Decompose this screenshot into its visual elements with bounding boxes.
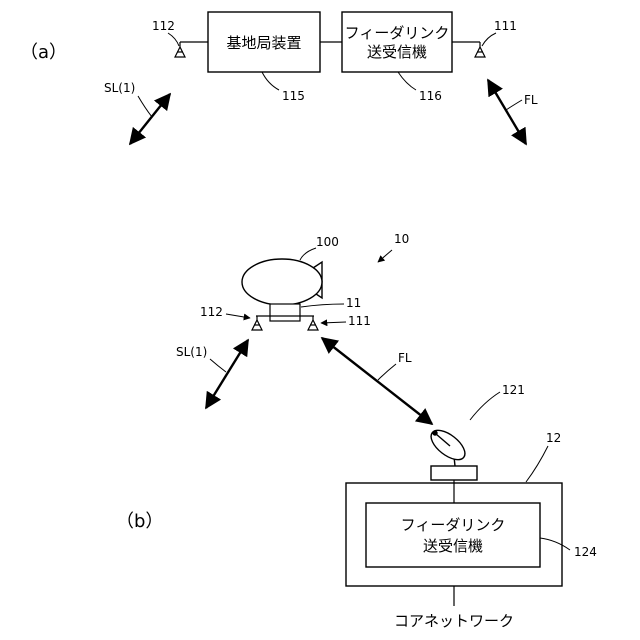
- antenna-111-icon: [452, 42, 485, 57]
- fl-arrow-a: [488, 80, 526, 144]
- ref-112-a: 112: [152, 19, 175, 33]
- ref-111-a-leader: [482, 33, 496, 46]
- feeder-transceiver-box-b: [366, 503, 540, 567]
- ref-10-arrow: [378, 250, 392, 262]
- dish-antenna-icon: [426, 425, 477, 480]
- antenna-111-b-icon: [308, 316, 318, 330]
- fl-label-b-leader: [378, 364, 396, 380]
- ref-100: 100: [316, 235, 339, 249]
- ref-121: 121: [502, 383, 525, 397]
- ref-112-b: 112: [200, 305, 223, 319]
- feeder-transceiver-a-line1: フィーダリンク: [345, 24, 450, 42]
- ref-116-leader: [398, 72, 416, 90]
- ref-112-a-leader: [168, 33, 179, 46]
- feeder-transceiver-b-line2: 送受信機: [423, 537, 483, 555]
- ref-11: 11: [346, 296, 361, 310]
- antenna-112-b-icon: [252, 316, 262, 330]
- part-a-label: （a）: [20, 42, 67, 63]
- base-station-label: 基地局装置: [226, 34, 301, 52]
- ref-10: 10: [394, 232, 409, 246]
- airship-icon: [242, 259, 322, 306]
- diagram-a: （a） 112 基地局装置 フィーダリンク 送受信機 111 115: [20, 12, 538, 144]
- fl-label-a-leader: [506, 100, 522, 110]
- core-network-label: コアネットワーク: [394, 612, 514, 630]
- ref-111-a: 111: [494, 19, 517, 33]
- feeder-transceiver-a-line2: 送受信機: [367, 43, 427, 61]
- ref-12-leader: [526, 446, 548, 482]
- ref-112-b-arrow: [226, 314, 250, 318]
- ref-124: 124: [574, 545, 597, 559]
- ref-116: 116: [419, 89, 442, 103]
- ref-121-leader: [470, 392, 500, 420]
- sl-label-a-leader: [138, 96, 152, 117]
- sl-label-b-leader: [210, 359, 226, 372]
- sl-label-a: SL(1): [104, 81, 135, 95]
- ref-11-leader: [301, 304, 344, 307]
- ref-111-b: 111: [348, 314, 371, 328]
- feeder-transceiver-box-a: [342, 12, 452, 72]
- ref-115-leader: [262, 72, 279, 90]
- fl-label-a: FL: [524, 93, 538, 107]
- diagram-b: （b） 100 10 11 112 111: [116, 232, 597, 630]
- fl-label-b: FL: [398, 351, 412, 365]
- ref-12: 12: [546, 431, 561, 445]
- antenna-112-icon: [175, 42, 208, 57]
- ref-115: 115: [282, 89, 305, 103]
- part-b-label: （b）: [116, 511, 163, 532]
- sl-label-b: SL(1): [176, 345, 207, 359]
- ref-100-leader: [300, 248, 316, 260]
- ref-111-b-arrow: [321, 322, 346, 323]
- fl-arrow-b: [322, 338, 432, 424]
- feeder-transceiver-b-line1: フィーダリンク: [401, 516, 506, 534]
- haps-relay-box: [270, 304, 300, 321]
- sl-arrow-b: [206, 340, 248, 408]
- sl-arrow-a: [130, 94, 170, 144]
